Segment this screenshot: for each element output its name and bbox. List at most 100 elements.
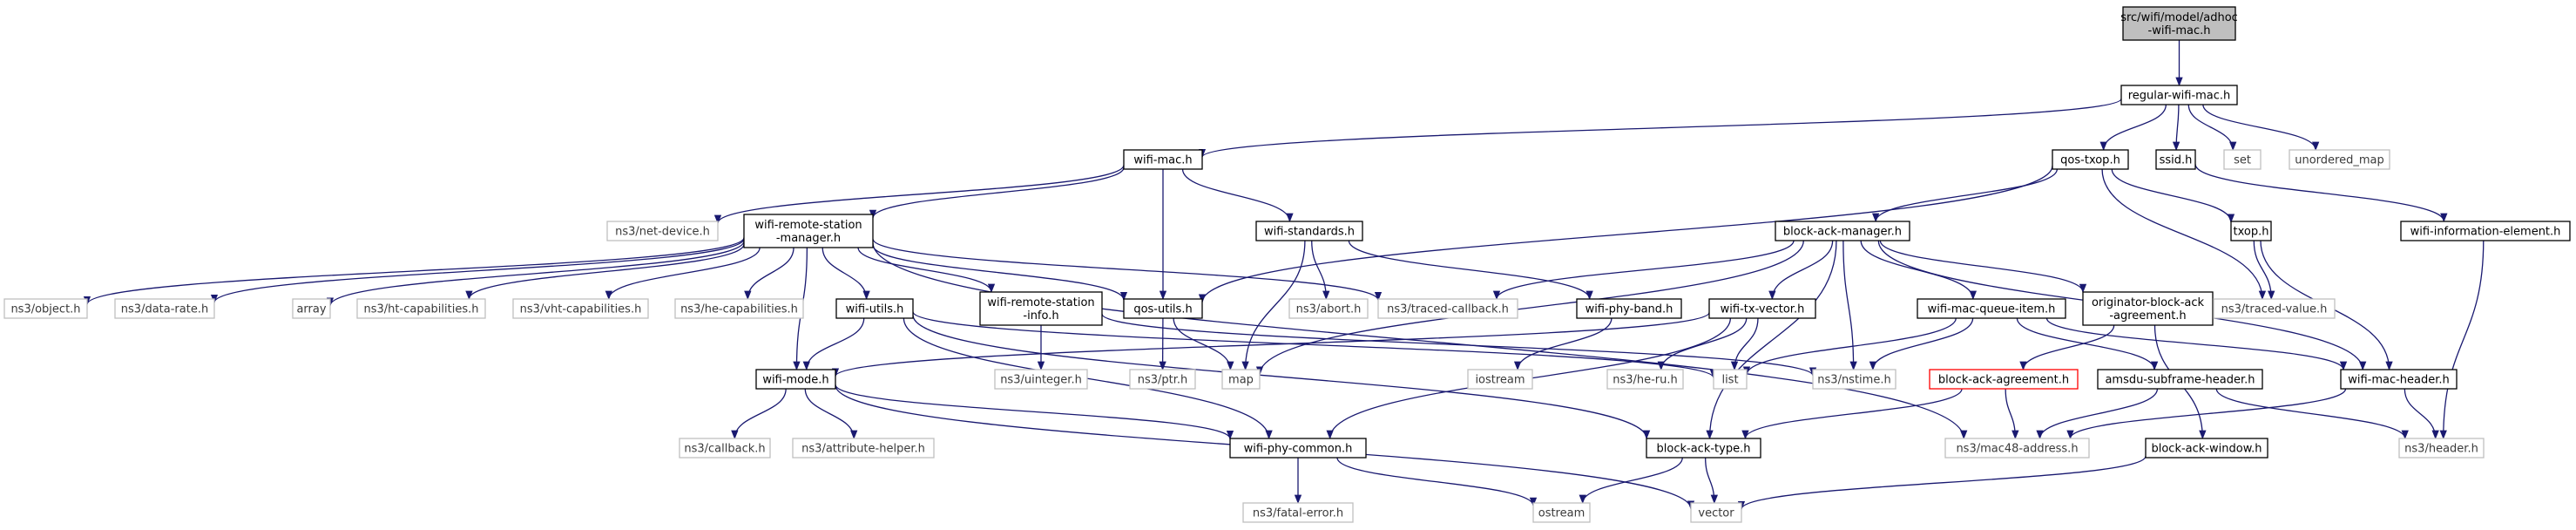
node-box <box>1288 298 1369 319</box>
edge-group <box>1492 240 1795 301</box>
edge-group <box>1742 317 1957 376</box>
node-wpcommon[interactable]: wifi-phy-common.h <box>1229 438 1367 459</box>
node-label: ns3/object.h <box>10 303 80 316</box>
node-label: ns3/callback.h <box>684 443 765 456</box>
edge-regular-to-qostxop <box>2099 104 2167 152</box>
edge-group <box>2215 388 2409 440</box>
node-wmode[interactable]: wifi-mode.h <box>755 369 836 390</box>
node-wmh[interactable]: wifi-mac-header.h <box>2340 369 2458 390</box>
node-label: block-ack-agreement.h <box>1938 374 2069 387</box>
edge-group <box>465 243 745 301</box>
edge-qostxop-to-txop <box>2111 168 2235 223</box>
edge-group <box>1879 240 2087 294</box>
node-wifimac[interactable]: wifi-mac.h <box>1123 149 1203 170</box>
edge-group <box>912 315 1651 440</box>
edge-group <box>872 242 1968 440</box>
node-ssid[interactable]: ssid.h <box>2155 149 2196 170</box>
node-label: map <box>1228 374 1254 387</box>
node-box <box>2120 85 2238 105</box>
edge-group <box>2194 164 2448 223</box>
node-label: ns3/attribute-helper.h <box>801 443 925 456</box>
node-box <box>1229 438 1367 459</box>
node-object: ns3/object.h <box>3 298 88 319</box>
node-box <box>356 298 486 319</box>
node-box <box>2213 298 2336 319</box>
node-wstd[interactable]: wifi-standards.h <box>1255 221 1363 241</box>
node-wpband[interactable]: wifi-phy-band.h <box>1576 298 1682 319</box>
node-box <box>1606 369 1684 390</box>
node-label: block-ack-type.h <box>1657 443 1751 456</box>
node-vector: vector <box>1690 502 1742 523</box>
node-label: iostream <box>1475 374 1525 387</box>
edge-group <box>2005 388 2019 440</box>
edge-group <box>2036 388 2159 440</box>
node-wtxv[interactable]: wifi-tx-vector.h <box>1708 298 1816 319</box>
node-label: ostream <box>1538 507 1585 520</box>
node-label: ns3/traced-value.h <box>2221 303 2328 316</box>
edge-layer <box>84 40 2485 511</box>
node-box <box>1467 369 1533 390</box>
node-box <box>1812 369 1897 390</box>
node-baw[interactable]: block-ack-window.h <box>2145 438 2268 459</box>
node-wrsm[interactable]: wifi-remote-station-manager.h <box>743 214 874 248</box>
edge-baa-to-mac48 <box>2005 388 2019 440</box>
edge-group <box>2045 317 2348 371</box>
edge-group <box>832 311 1710 377</box>
edge-group <box>912 311 1717 379</box>
edge-wmh-to-header <box>2404 388 2439 440</box>
edge-group <box>210 238 745 304</box>
node-wrsi[interactable]: wifi-remote-station-info.h <box>979 291 1103 326</box>
node-box <box>2122 6 2236 41</box>
node-layer: src/wifi/model/adhoc-wifi-mac.h regular-w… <box>3 6 2571 523</box>
edge-group <box>1311 240 1330 301</box>
node-box <box>2340 369 2458 390</box>
edge-wifimac-to-wstd <box>1181 168 1294 223</box>
edge-group <box>1241 240 1306 371</box>
node-label: ns3/nstime.h <box>1817 374 1890 387</box>
node-txop[interactable]: txop.h <box>2230 221 2272 241</box>
edge-regular-to-umap <box>2202 104 2320 152</box>
node-regular[interactable]: regular-wifi-mac.h <box>2120 85 2238 105</box>
node-batype[interactable]: block-ack-type.h <box>1646 438 1761 459</box>
edge-group <box>2202 104 2320 152</box>
edge-group <box>1198 165 2053 303</box>
node-baa[interactable]: block-ack-agreement.h <box>1929 369 2079 390</box>
node-mac48: ns3/mac48-address.h <box>1944 438 2090 459</box>
node-box <box>2289 149 2390 170</box>
edge-group <box>2016 317 2159 371</box>
node-box <box>1708 298 1816 319</box>
node-amsdu[interactable]: amsdu-subframe-header.h <box>2097 369 2263 390</box>
node-wmqi[interactable]: wifi-mac-queue-item.h <box>1917 298 2066 319</box>
edge-group <box>1872 168 2058 223</box>
edge-wmode-to-wpcommon <box>835 384 1234 440</box>
edge-wrsm-to-object <box>84 237 745 306</box>
node-obaa[interactable]: originator-block-ack-agreement.h <box>2082 291 2214 326</box>
node-label: wifi-mac.h <box>1133 154 1192 167</box>
edge-group <box>2066 388 2347 440</box>
node-label: -agreement.h <box>2109 309 2186 323</box>
edge-group <box>2099 104 2167 152</box>
edge-wtxv-to-heru <box>1657 317 1748 371</box>
node-bam[interactable]: block-ack-manager.h <box>1775 221 1910 241</box>
node-label: ns3/uinteger.h <box>1000 374 1082 387</box>
edge-qostxop-to-tracedval <box>2101 168 2267 301</box>
edge-baa-to-batype <box>1741 388 1963 440</box>
edge-regular-to-set <box>2187 104 2237 152</box>
edge-wmqi-to-list <box>1742 317 1957 376</box>
node-box <box>1646 438 1761 459</box>
node-box <box>743 214 874 248</box>
node-label: wifi-standards.h <box>1264 226 1355 239</box>
node-qosutils[interactable]: qos-utils.h <box>1123 298 1203 319</box>
node-root[interactable]: src/wifi/model/adhoc-wifi-mac.h <box>2120 6 2238 41</box>
node-wie[interactable]: wifi-information-element.h <box>2400 221 2571 241</box>
edge-wie-to-header <box>2439 240 2485 440</box>
node-box <box>994 369 1088 390</box>
node-label: ns3/fatal-error.h <box>1253 507 1343 520</box>
edge-wpcommon-to-ostream <box>1336 457 1538 507</box>
node-wutils[interactable]: wifi-utils.h <box>835 298 914 319</box>
edge-bam-to-wtxv <box>1768 240 1834 301</box>
edge-ssid-to-wie <box>2194 164 2448 223</box>
edge-group <box>1255 240 1804 376</box>
node-qostxop[interactable]: qos-txop.h <box>2052 149 2129 170</box>
node-label: wifi-remote-station <box>987 296 1094 309</box>
